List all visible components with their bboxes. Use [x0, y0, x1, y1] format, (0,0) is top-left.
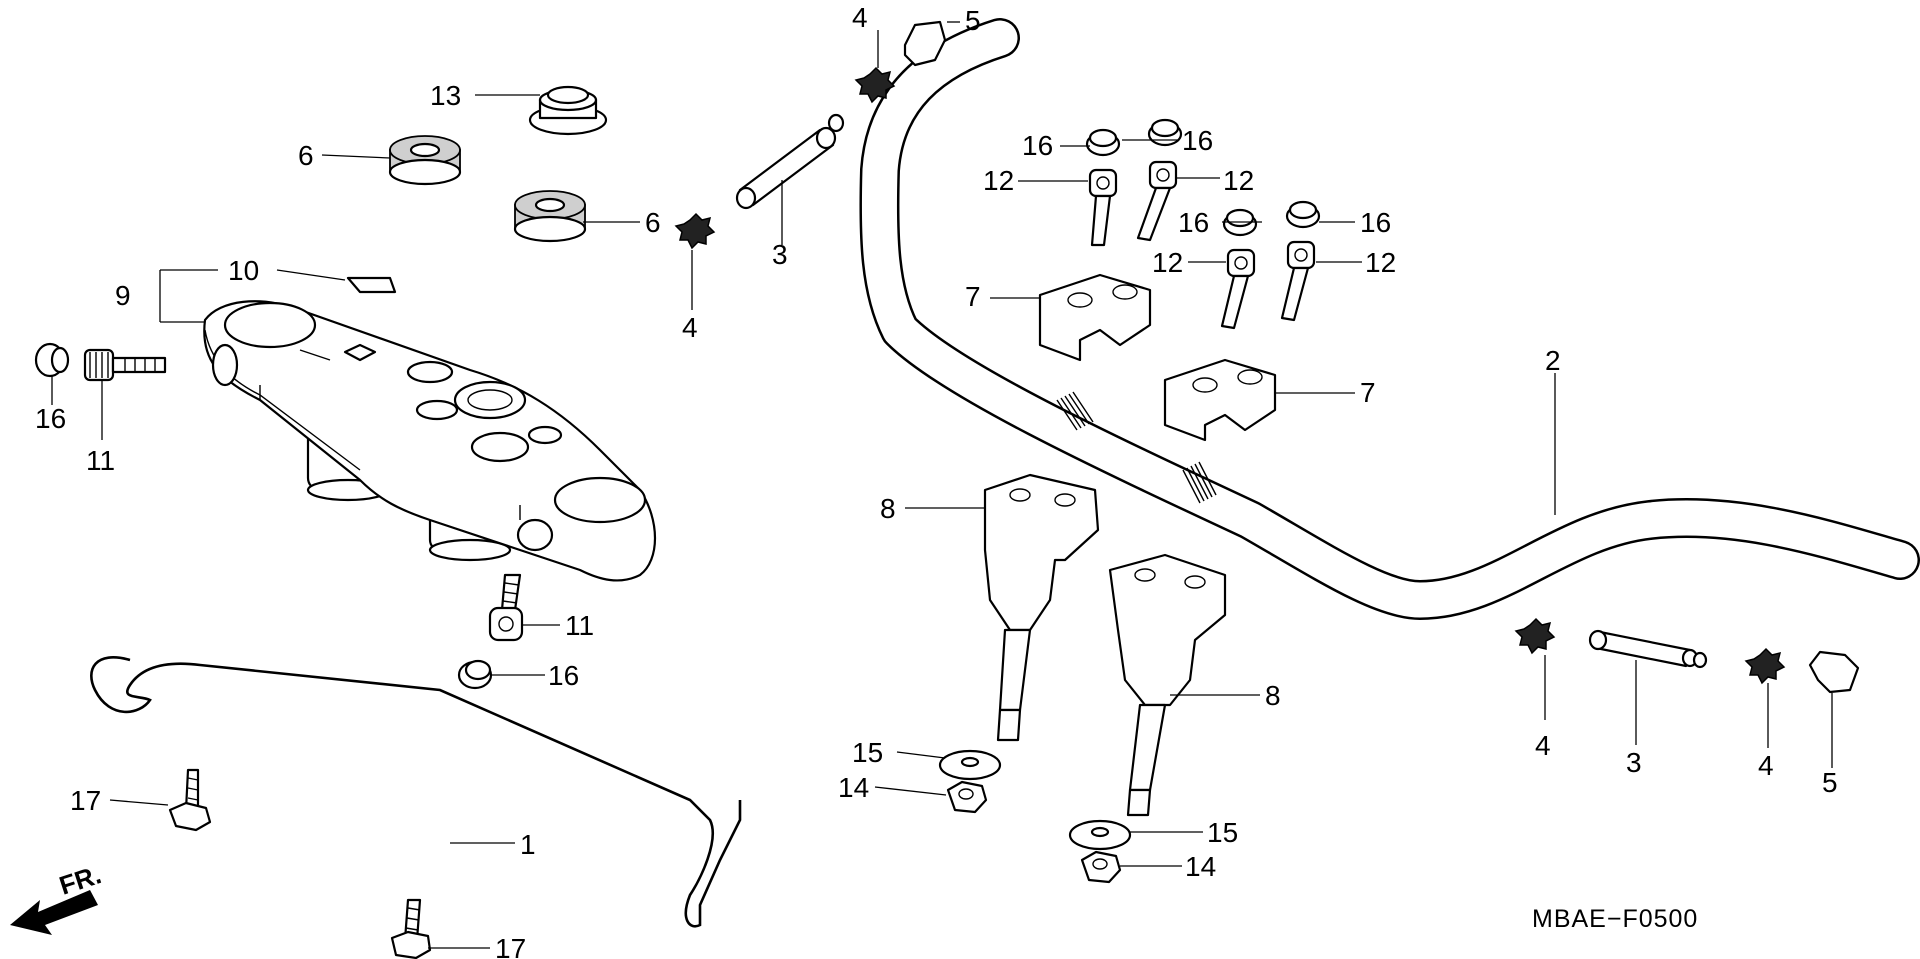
star-washer-4-c — [1514, 617, 1556, 655]
callout-2: 2 — [1545, 345, 1561, 376]
callout-15-b: 15 — [1207, 817, 1238, 848]
front-arrow: FR. — [10, 859, 105, 935]
callout-6-lower: 6 — [645, 207, 661, 238]
callout-13: 13 — [430, 80, 461, 111]
lower-holder-8-b — [1108, 553, 1227, 817]
nut-14-b — [1080, 850, 1122, 884]
callout-17-lower: 17 — [495, 933, 526, 959]
top-bridge — [203, 300, 656, 582]
cable-clamp-wire — [90, 656, 742, 928]
bolt-17-upper — [168, 768, 212, 832]
callout-4-right-b: 4 — [1758, 750, 1774, 781]
callout-numbers: 1 2 3 3 4 4 4 4 5 5 6 6 7 7 8 8 9 10 11 … — [35, 2, 1838, 959]
dust-seal-upper — [388, 135, 462, 186]
upper-holder-7-b — [1163, 358, 1277, 442]
callout-11-lower: 11 — [565, 610, 594, 641]
callout-10: 10 — [228, 255, 259, 286]
cap-16-lower — [457, 659, 493, 690]
callout-17-upper: 17 — [70, 785, 101, 816]
star-washer-4-d — [1744, 647, 1786, 685]
star-washer-4-b — [674, 212, 716, 250]
bolt-11-left — [83, 348, 167, 382]
callout-5-upper: 5 — [965, 5, 981, 36]
knurl-band-left — [1056, 391, 1094, 431]
nut-14-a — [946, 780, 988, 814]
bolt-11-lower — [488, 573, 524, 642]
washer-15-b — [1068, 819, 1132, 851]
callout-16-lower: 16 — [548, 660, 579, 691]
callout-14-b: 14 — [1185, 851, 1216, 882]
upper-holder-7-a — [1038, 273, 1152, 362]
callout-16-b: 16 — [1182, 125, 1213, 156]
knurl-band-right — [1182, 461, 1217, 504]
pin-3-right — [1588, 629, 1708, 669]
callout-16-a: 16 — [1022, 130, 1053, 161]
callout-3-right: 3 — [1626, 747, 1642, 778]
clip-5-right — [1808, 650, 1860, 694]
cap-16-left — [34, 342, 70, 378]
caps-and-bolts-upper — [1085, 118, 1321, 330]
callout-16-d: 16 — [1360, 207, 1391, 238]
dust-seal-lower — [513, 190, 587, 243]
front-indicator-label: FR. — [56, 859, 105, 900]
spacer-plate — [346, 276, 397, 294]
callout-11-left: 11 — [86, 445, 115, 476]
callout-4-left: 4 — [682, 312, 698, 343]
washer-15-a — [938, 749, 1002, 781]
steering-stem-nut — [528, 85, 608, 136]
callout-14-a: 14 — [838, 772, 869, 803]
diagram-code: MBAE−F0500 — [1532, 905, 1698, 933]
callout-7-b: 7 — [1360, 377, 1376, 408]
callout-16-left: 16 — [35, 403, 66, 434]
callout-5-right: 5 — [1822, 767, 1838, 798]
callout-12-d: 12 — [1365, 247, 1396, 278]
pin-3-upper — [735, 113, 845, 210]
bolt-17-lower — [390, 898, 432, 959]
callout-12-b: 12 — [1223, 165, 1254, 196]
star-washer-4-a — [854, 66, 896, 104]
callout-8-b: 8 — [1265, 680, 1281, 711]
callout-4-upper: 4 — [852, 2, 868, 33]
callout-16-c: 16 — [1178, 207, 1209, 238]
callout-9: 9 — [115, 280, 131, 311]
callout-6-upper: 6 — [298, 140, 314, 171]
clip-5-upper — [903, 20, 947, 67]
lower-holder-8-a — [983, 473, 1100, 742]
callout-12-c: 12 — [1152, 247, 1183, 278]
callout-15-a: 15 — [852, 737, 883, 768]
callout-4-right-a: 4 — [1535, 730, 1551, 761]
callout-12-a: 12 — [983, 165, 1014, 196]
callout-3-upper: 3 — [772, 239, 788, 270]
handlebar — [859, 18, 1920, 620]
callout-1: 1 — [520, 829, 536, 860]
callout-8-a: 8 — [880, 493, 896, 524]
leader-lines — [51, 21, 1833, 949]
callout-7-a: 7 — [965, 281, 981, 312]
